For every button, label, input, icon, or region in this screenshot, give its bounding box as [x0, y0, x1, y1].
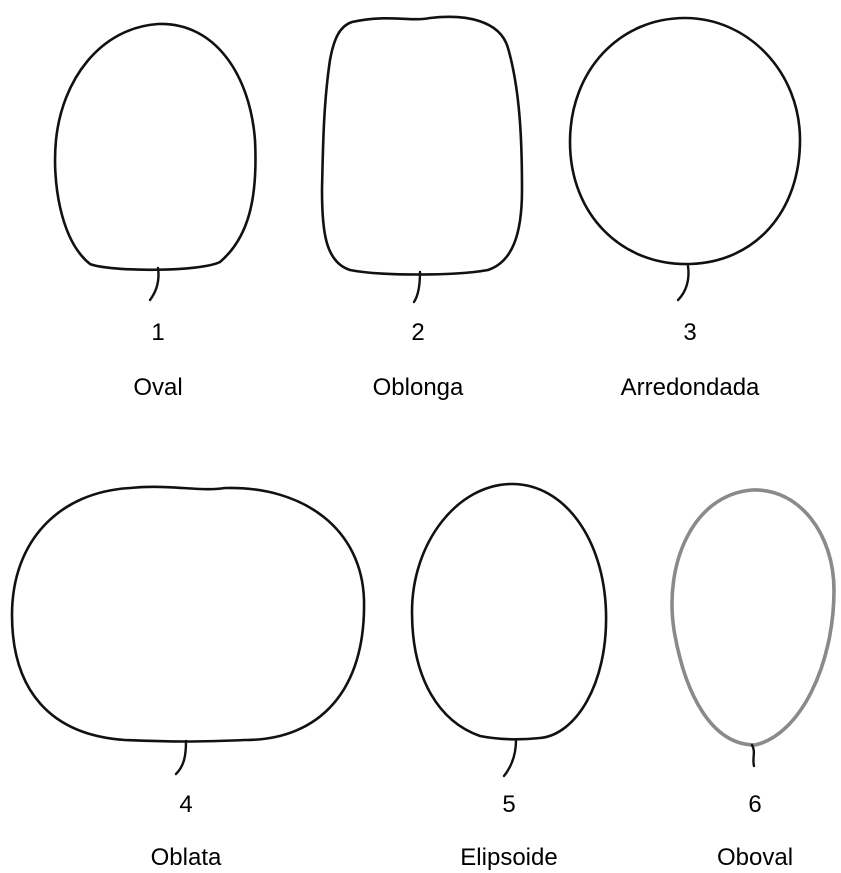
shape-6-outline: [672, 490, 834, 745]
shape-2-stem: [414, 272, 420, 302]
shape-6-oboval: [672, 490, 834, 766]
shape-5-stem: [504, 740, 516, 776]
shape-3-name: Arredondada: [621, 376, 760, 400]
shape-2-outline: [322, 17, 522, 275]
shape-6-stem: [752, 745, 754, 766]
shape-1-stem: [150, 268, 159, 300]
shape-5-outline: [412, 484, 606, 739]
shape-4-stem: [176, 741, 186, 774]
shape-3-arredondada: [570, 18, 800, 300]
shape-1-oval: [55, 24, 255, 300]
shape-2-number: 2: [411, 321, 424, 345]
shape-3-number: 3: [683, 321, 696, 345]
shape-3-outline: [570, 18, 800, 264]
shape-4-oblata: [12, 487, 364, 774]
shape-3-stem: [678, 266, 689, 300]
shape-2-oblonga: [322, 17, 522, 302]
shape-5-name: Elipsoide: [460, 846, 557, 870]
shape-4-name: Oblata: [151, 846, 222, 870]
shape-2-name: Oblonga: [373, 376, 464, 400]
shape-1-number: 1: [151, 321, 164, 345]
shape-4-outline: [12, 487, 364, 742]
shape-1-outline: [55, 24, 255, 270]
shape-6-number: 6: [748, 793, 761, 817]
shape-1-name: Oval: [133, 376, 182, 400]
shape-4-number: 4: [179, 793, 192, 817]
shape-5-elipsoide: [412, 484, 606, 776]
shape-5-number: 5: [502, 793, 515, 817]
shape-6-name: Oboval: [717, 846, 793, 870]
